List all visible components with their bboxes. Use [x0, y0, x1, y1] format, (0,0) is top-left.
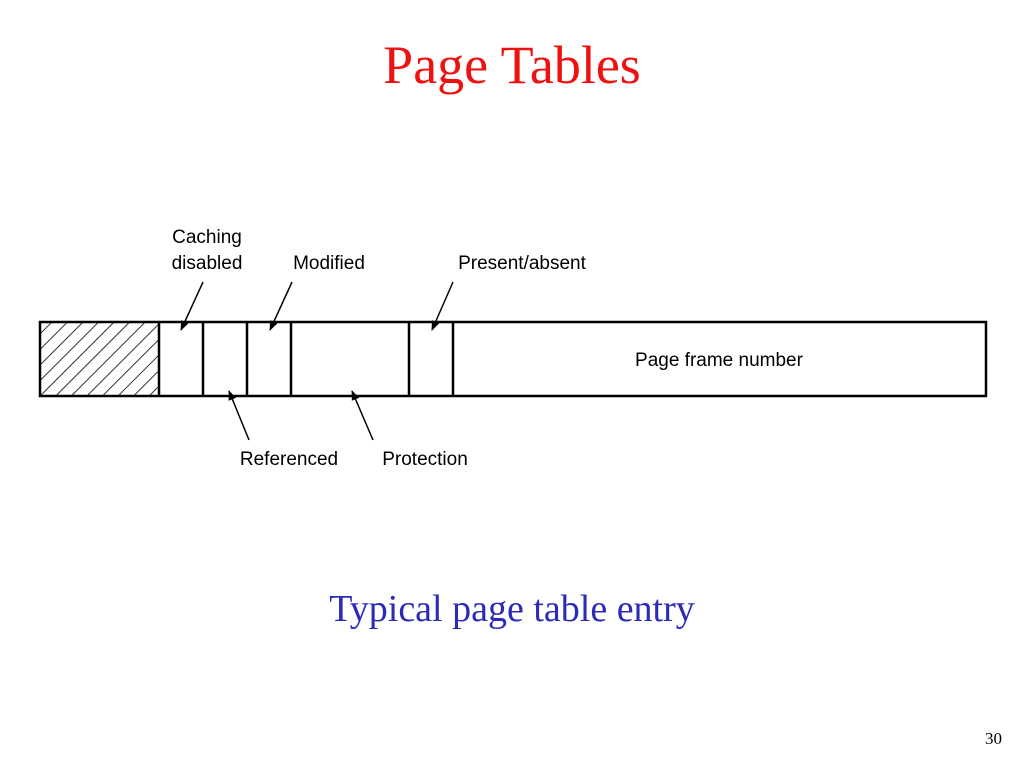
modified-label: Modified	[293, 253, 365, 274]
caching-disabled-label-line2: disabled	[172, 253, 243, 274]
referenced-label: Referenced	[240, 449, 338, 470]
protection-arrow	[351, 390, 374, 441]
caching-disabled-label-line1: Caching	[172, 227, 242, 248]
page-number: 30	[985, 729, 1002, 748]
slide-title: Page Tables	[383, 35, 641, 95]
reserved-bits-region	[40, 322, 159, 396]
protection-label: Protection	[382, 449, 468, 470]
modified-arrow	[269, 281, 293, 331]
diagram-caption: Typical page table entry	[329, 588, 695, 630]
present-absent-arrow	[431, 281, 454, 331]
entry-outline	[38, 320, 988, 398]
page-frame-number-label: Page frame number	[635, 350, 804, 371]
referenced-arrow	[228, 390, 250, 441]
caching-disabled-arrow	[180, 281, 204, 331]
present-absent-label: Present/absent	[458, 253, 587, 274]
